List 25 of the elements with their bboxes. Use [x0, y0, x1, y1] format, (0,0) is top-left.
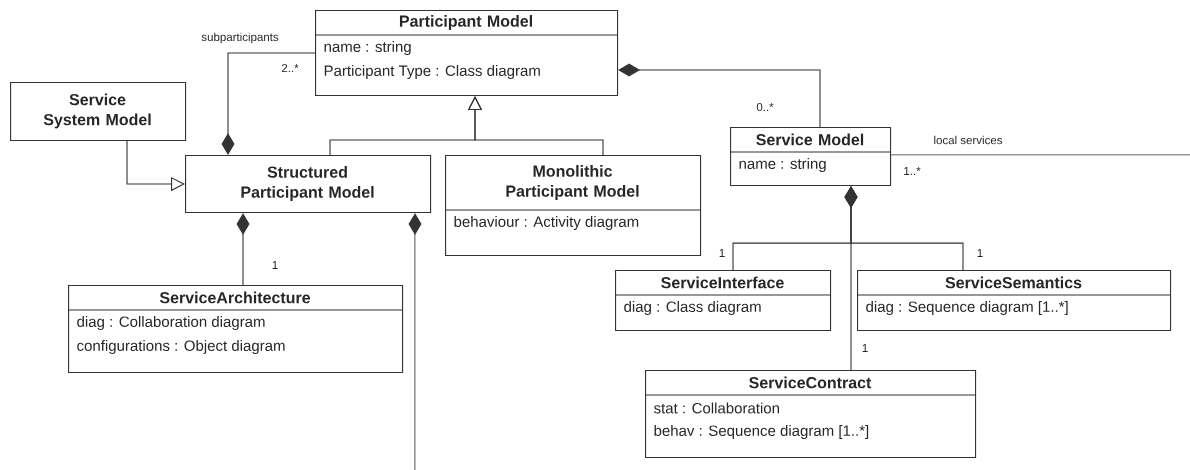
- class-box: ServiceArchitecture diag : Collaboration diagram configurations : Object diagram: [67, 285, 404, 374]
- class-box: ServiceSemantics diag : Sequence diagram [1..*]: [856, 270, 1172, 332]
- edge-label: 1: [270, 260, 280, 270]
- class-box: Participant Model name : string Participant Type : Class diagram: [314, 10, 619, 97]
- composition-line: [844, 186, 858, 371]
- composition-line: [408, 213, 422, 470]
- composition-line: [236, 213, 250, 286]
- class-box: Structured Participant Model: [185, 155, 432, 214]
- multiplicity-label: 1..*: [904, 167, 921, 175]
- edge-label: 1: [717, 248, 727, 258]
- multiplicity-label: 2..*: [281, 64, 299, 72]
- class-box: Service System Model: [10, 82, 187, 142]
- generalization-arrow: [467, 96, 604, 156]
- edge-label: subparticipants: [200, 31, 280, 45]
- class-box: Monolithic Participant Model behaviour : Activity diagram: [444, 155, 702, 257]
- edge-label: 0..*: [755, 101, 775, 113]
- class-box: ServiceContract stat : Collaboration behav : Sequence diagram [1..*]: [644, 370, 977, 459]
- association-line: [890, 154, 1190, 156]
- class-box: Service Model name : string: [729, 127, 892, 187]
- edge-label: 1: [975, 248, 985, 258]
- edge-label: 1: [860, 343, 870, 353]
- composition-line: [221, 52, 316, 155]
- class-box: ServiceInterface diag : Class diagram: [614, 270, 832, 332]
- composition-line: [618, 63, 821, 128]
- edge-label: local services: [932, 134, 1004, 146]
